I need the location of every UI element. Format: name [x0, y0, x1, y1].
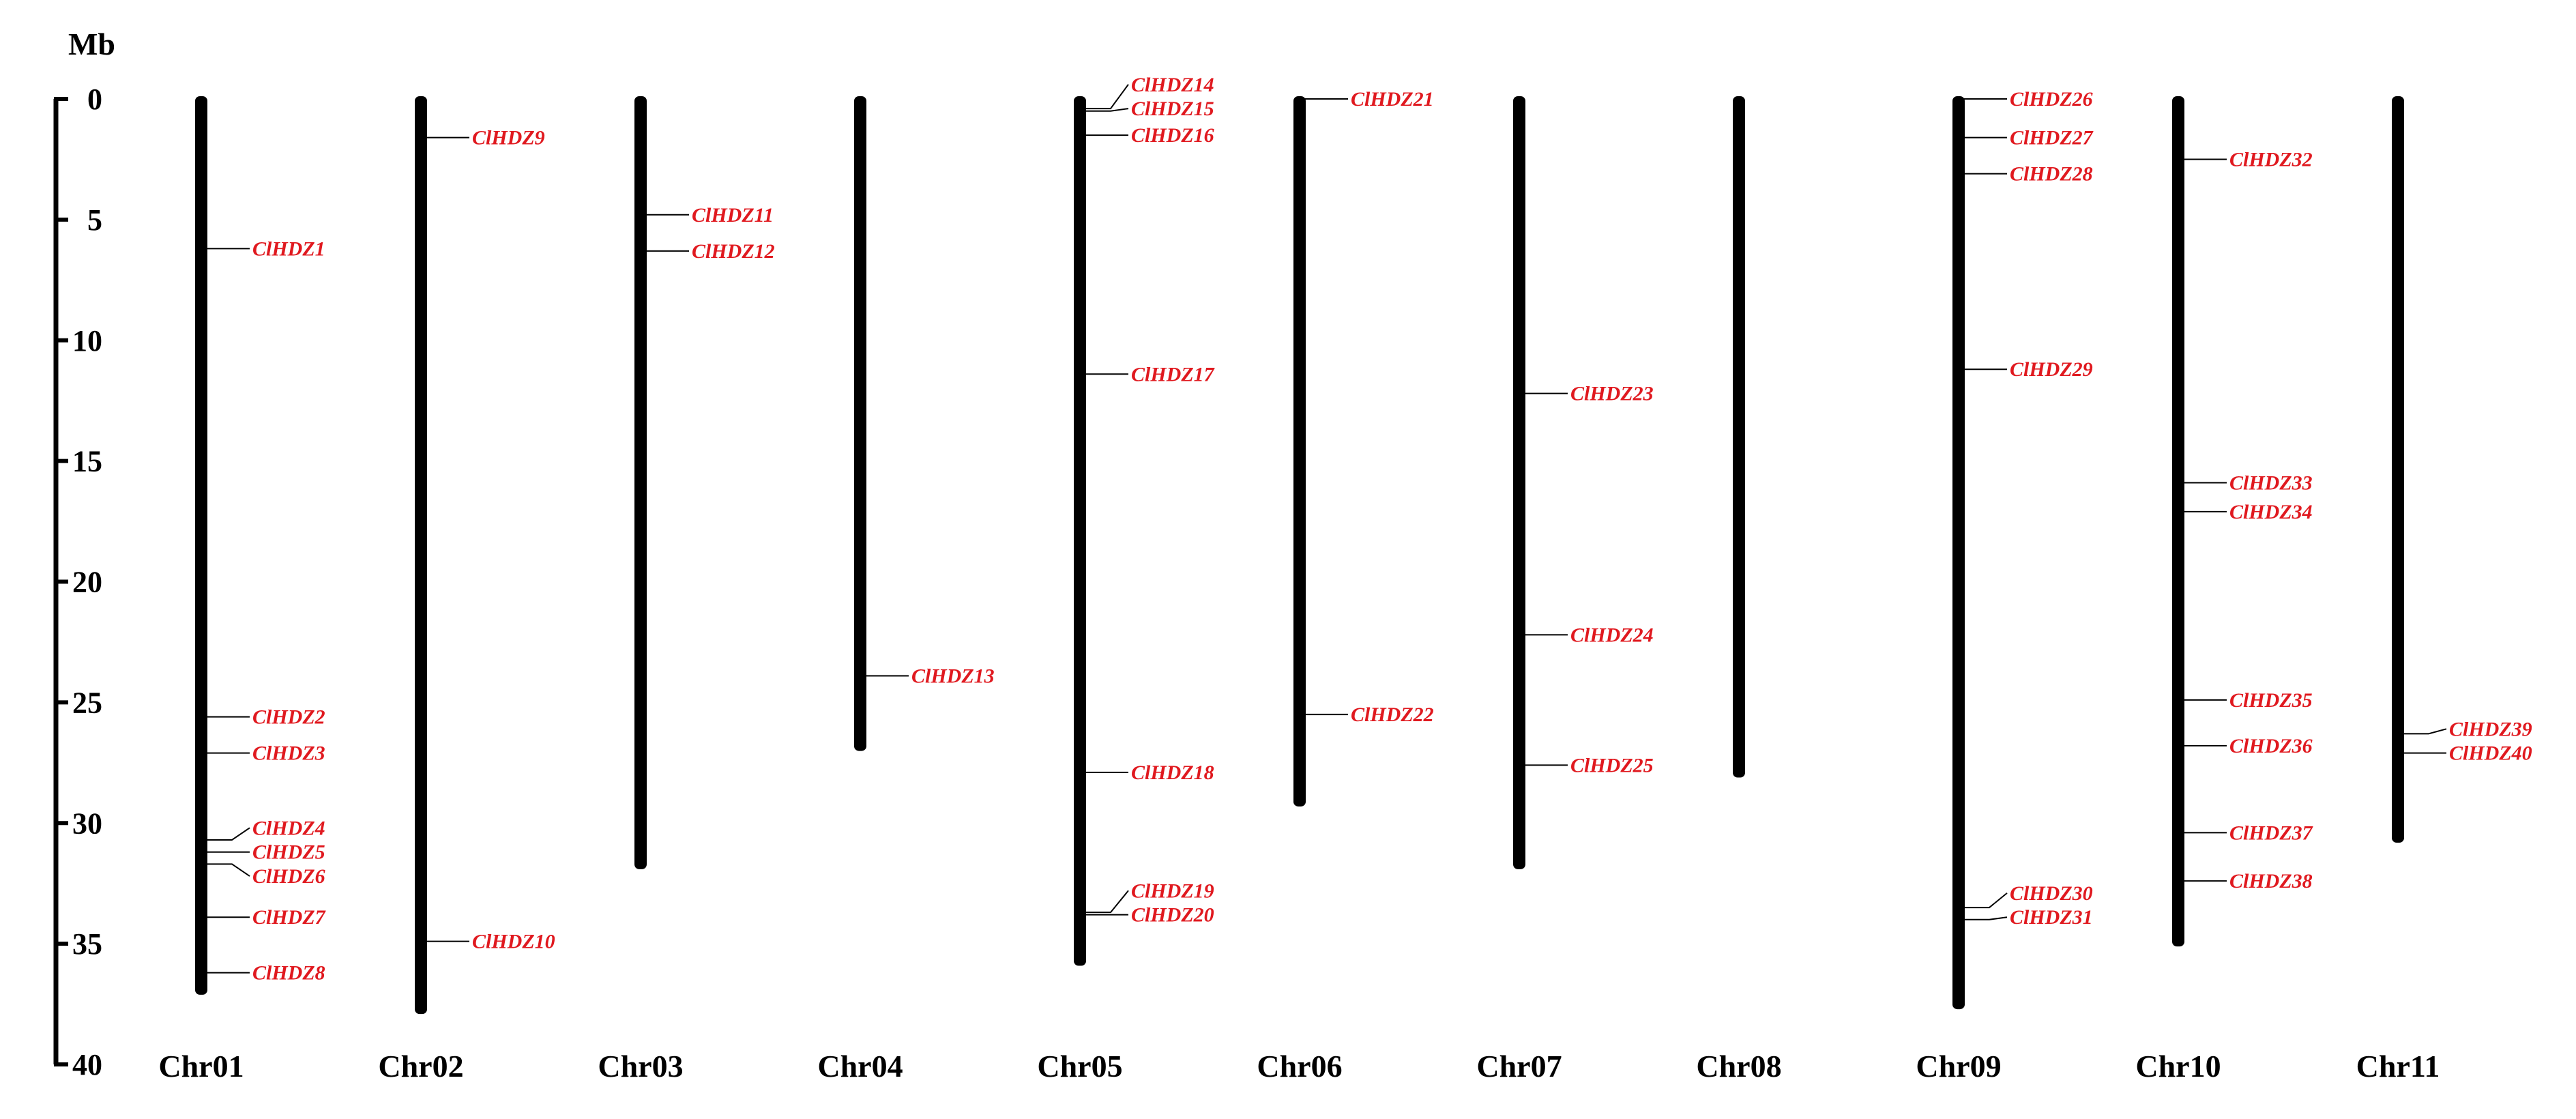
chromosome-bar: [195, 96, 207, 995]
gene-label: ClHDZ18: [1131, 761, 1214, 784]
scale-tick-label: 0: [87, 83, 102, 116]
gene-leader-line: [206, 863, 250, 877]
chromosome-bar: [634, 96, 647, 869]
chromosome-label: Chr11: [2356, 1049, 2440, 1084]
gene-label: ClHDZ12: [692, 240, 775, 263]
gene-label: ClHDZ35: [2229, 689, 2313, 712]
scale-axis: 0 5 10 15 20 25 30 35 40: [53, 83, 102, 1081]
scale-tick-label: 35: [72, 927, 102, 961]
chromosome-bar: [854, 96, 866, 751]
chromosome-label: Chr03: [598, 1049, 683, 1084]
gene-leader-line: [2403, 728, 2447, 735]
gene-label: ClHDZ28: [2010, 163, 2093, 186]
chromosome-label: Chr01: [158, 1049, 244, 1084]
gene-label: ClHDZ2: [252, 706, 325, 729]
chromosome-label: Chr09: [1916, 1049, 2001, 1084]
chromosome-bar: [2172, 96, 2184, 947]
gene-label: ClHDZ19: [1131, 880, 1214, 902]
gene-label: ClHDZ29: [2010, 358, 2093, 381]
chromosome-bar: [1733, 96, 1745, 778]
scale-tick-label: 15: [72, 445, 102, 478]
gene-label: ClHDZ30: [2010, 882, 2093, 905]
scale-tick-label: 5: [87, 203, 102, 237]
gene-label: ClHDZ38: [2229, 870, 2313, 892]
gene-label: ClHDZ25: [1570, 754, 1654, 776]
chromosome-bar: [1513, 96, 1525, 869]
gene-label: ClHDZ4: [252, 817, 325, 839]
gene-label: ClHDZ40: [2449, 742, 2532, 765]
chromosome-chr10: Chr10 ClHDZ32ClHDZ33ClHDZ34ClHDZ35ClHDZ36…: [2135, 96, 2313, 1084]
chromosome-label: Chr04: [817, 1049, 903, 1084]
gene-label: ClHDZ20: [1131, 904, 1214, 927]
chromosome-label: Chr06: [1257, 1049, 1342, 1084]
gene-label: ClHDZ5: [252, 841, 325, 864]
gene-label: ClHDZ34: [2229, 501, 2313, 523]
chromosome-group: Chr01ClHDZ1ClHDZ2ClHDZ3ClHDZ4ClHDZ5ClHDZ…: [158, 74, 2532, 1084]
gene-label: ClHDZ22: [1351, 703, 1434, 726]
gene-leader-line: [1963, 892, 2008, 909]
chromosome-label: Chr05: [1037, 1049, 1122, 1084]
chromosome-chr01: Chr01ClHDZ1ClHDZ2ClHDZ3ClHDZ4ClHDZ5ClHDZ…: [158, 96, 326, 1084]
chromosome-label: Chr02: [378, 1049, 463, 1084]
gene-label: ClHDZ8: [252, 962, 325, 985]
chromosome-label: Chr10: [2135, 1049, 2221, 1084]
chromosome-bar: [1074, 96, 1086, 966]
gene-label: ClHDZ9: [472, 127, 545, 149]
gene-label: ClHDZ39: [2449, 718, 2532, 740]
gene-label: ClHDZ15: [1131, 98, 1214, 120]
gene-label: ClHDZ26: [2010, 88, 2093, 111]
gene-label: ClHDZ23: [1570, 383, 1654, 405]
chromosome-label: Chr07: [1476, 1049, 1562, 1084]
chromosome-bar: [2392, 96, 2404, 843]
gene-label: ClHDZ13: [911, 665, 995, 687]
chromosome-bar: [415, 96, 427, 1015]
chromosome-chr04: Chr04 ClHDZ13: [817, 96, 995, 1084]
scale-tick-label: 20: [72, 566, 102, 599]
gene-label: ClHDZ27: [2010, 127, 2094, 149]
gene-label: ClHDZ24: [1570, 624, 1654, 646]
gene-label: ClHDZ17: [1131, 363, 1215, 386]
scale-tick-label: 30: [72, 806, 102, 840]
chromosome-bar: [1952, 96, 1965, 1010]
gene-label: ClHDZ6: [252, 865, 325, 888]
chromosome-chr05: Chr05 ClHDZ14ClHDZ15ClHDZ16ClHDZ17ClHDZ18…: [1037, 74, 1214, 1084]
gene-label: ClHDZ14: [1131, 74, 1214, 96]
gene-label: ClHDZ3: [252, 742, 325, 765]
scale-tick-label: 25: [72, 686, 102, 719]
gene-label: ClHDZ11: [692, 204, 774, 227]
gene-leader-line: [1085, 108, 1129, 112]
gene-label: ClHDZ1: [252, 237, 325, 260]
gene-leader-line: [1085, 84, 1129, 110]
gene-leader-line: [1963, 916, 2008, 920]
chromosome-chr09: Chr09 ClHDZ26ClHDZ27ClHDZ28ClHDZ29ClHDZ30…: [1916, 88, 2093, 1084]
gene-label: ClHDZ16: [1131, 124, 1214, 147]
gene-label: ClHDZ7: [252, 906, 326, 929]
scale-tick-label: 40: [72, 1048, 102, 1081]
gene-label: ClHDZ33: [2229, 471, 2313, 494]
gene-label: ClHDZ21: [1351, 88, 1434, 111]
gene-leader-line: [206, 827, 250, 841]
gene-leader-line: [1085, 890, 1129, 914]
chromosome-bar: [1293, 96, 1306, 806]
chromosome-label: Chr08: [1696, 1049, 1781, 1084]
scale-tick-label: 10: [72, 324, 102, 358]
gene-label: ClHDZ10: [472, 931, 555, 953]
gene-label: ClHDZ32: [2229, 148, 2313, 171]
gene-label: ClHDZ36: [2229, 735, 2313, 757]
gene-label: ClHDZ31: [2010, 906, 2093, 929]
chromosome-chr08: Chr08: [1696, 96, 1782, 1084]
gene-label: ClHDZ37: [2229, 822, 2313, 844]
scale-unit-label: Mb: [68, 27, 115, 61]
